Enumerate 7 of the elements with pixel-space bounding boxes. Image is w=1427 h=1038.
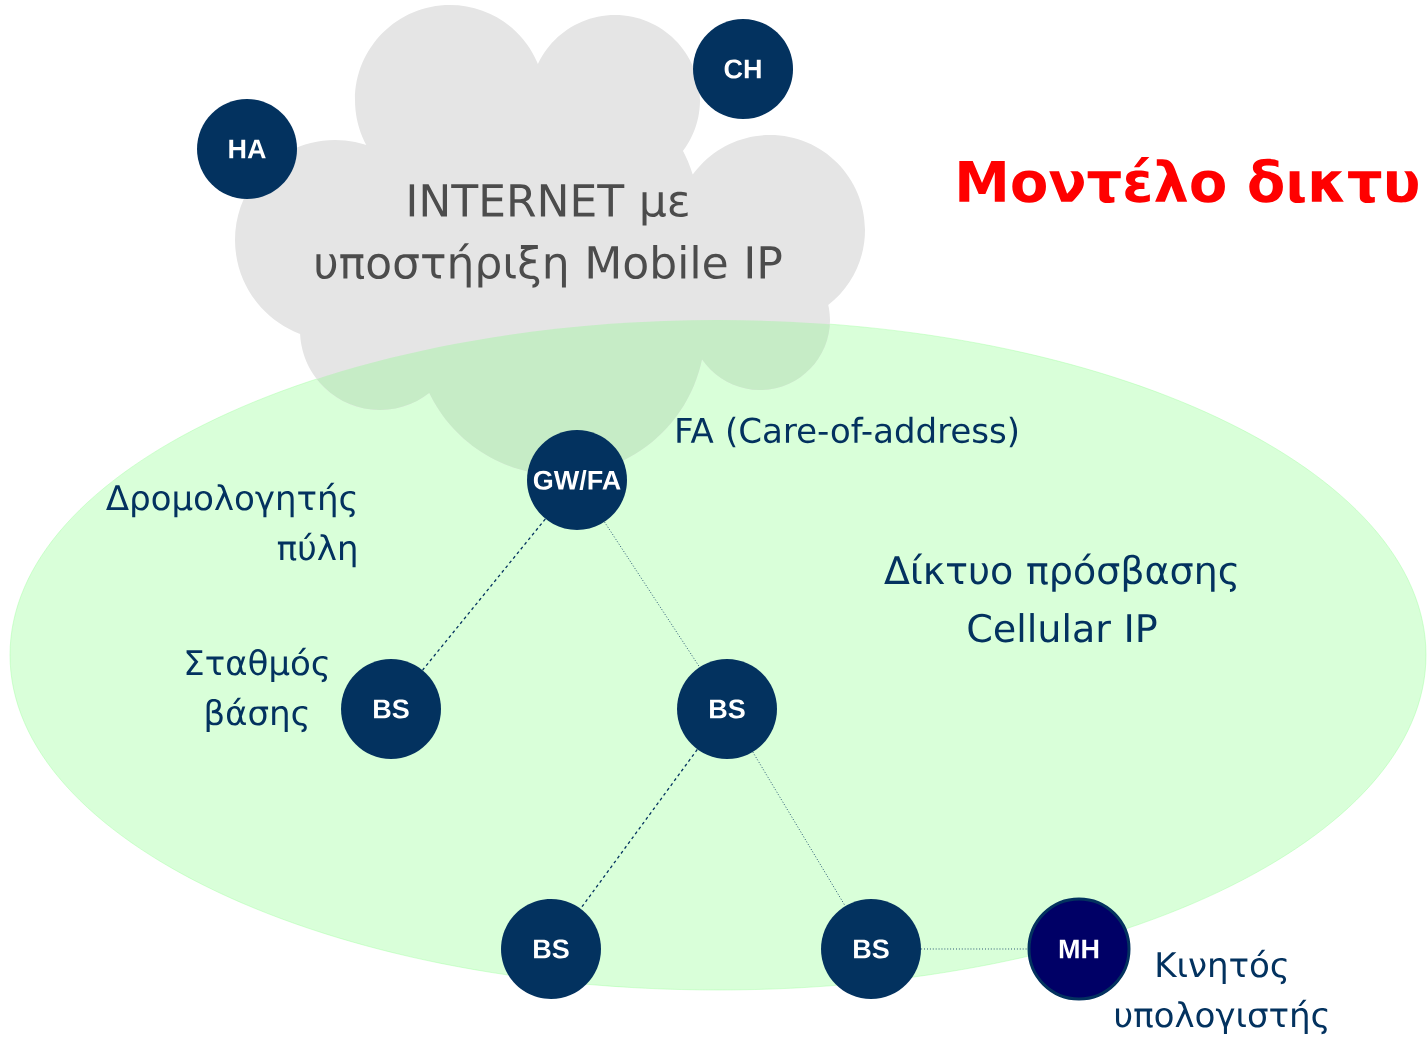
title: Μοντέλο δικτυ xyxy=(959,157,1418,203)
caption-label: Δρομολογητής πύλη xyxy=(106,482,356,568)
connector-line xyxy=(604,521,700,668)
connector-line xyxy=(580,748,698,910)
connector-line xyxy=(752,751,846,907)
connector-line xyxy=(422,518,546,671)
connector-line xyxy=(920,948,1028,950)
